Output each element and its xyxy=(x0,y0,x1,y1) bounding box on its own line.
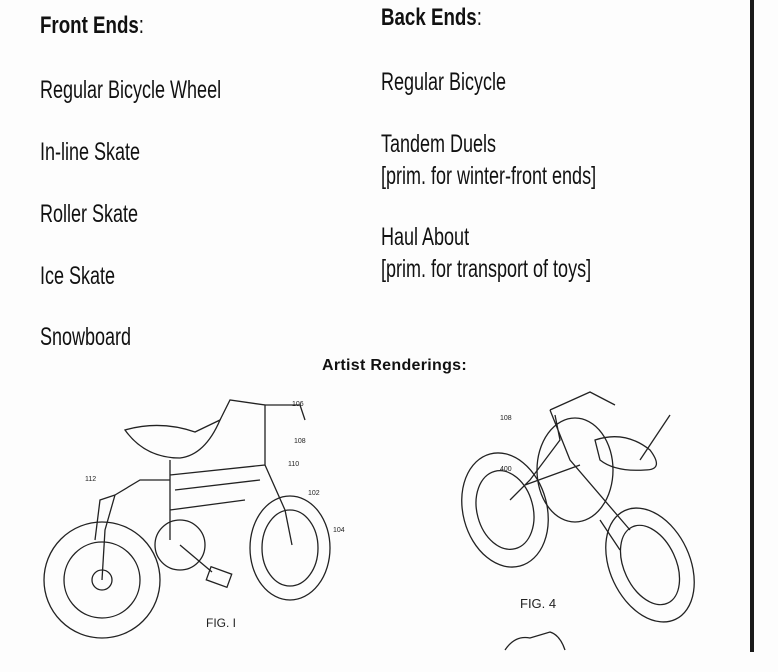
fig4-label: 108 xyxy=(500,415,512,422)
fig1-label: 110 xyxy=(288,461,299,468)
fig4-label: 400 xyxy=(500,466,512,473)
front-end-item: Ice Skate xyxy=(40,262,116,290)
fig1-label: 104 xyxy=(333,527,345,534)
fig1-label: 102 xyxy=(308,490,320,497)
fig1-label: 106 xyxy=(292,401,304,408)
fig1-label: 108 xyxy=(294,438,306,445)
back-end-item: Tandem Duels xyxy=(381,130,497,158)
back-ends-heading: Back Ends: xyxy=(381,4,482,31)
fig1-bike-drawing: 106 108 110 112 102 104 FIG. I xyxy=(43,399,345,639)
fig4-caption: FIG. 4 xyxy=(520,596,556,611)
back-end-note: [prim. for transport of toys] xyxy=(381,255,592,283)
vertical-rule xyxy=(750,0,754,652)
fig1-label: 112 xyxy=(85,476,96,483)
front-end-item: Snowboard xyxy=(40,323,132,351)
back-end-item: Haul About xyxy=(381,223,470,251)
front-end-item: Regular Bicycle Wheel xyxy=(40,76,222,104)
front-end-item: Roller Skate xyxy=(40,200,139,228)
front-ends-heading: Front Ends: xyxy=(40,12,144,39)
back-end-note: [prim. for winter-front ends] xyxy=(381,162,597,190)
back-end-item: Regular Bicycle xyxy=(381,68,507,96)
artist-renderings-heading: Artist Renderings: xyxy=(322,357,467,374)
fig1-caption: FIG. I xyxy=(206,616,236,630)
fig4-bike-drawing: 108 400 FIG. 4 xyxy=(461,391,695,651)
front-end-item: In-line Skate xyxy=(40,138,141,166)
